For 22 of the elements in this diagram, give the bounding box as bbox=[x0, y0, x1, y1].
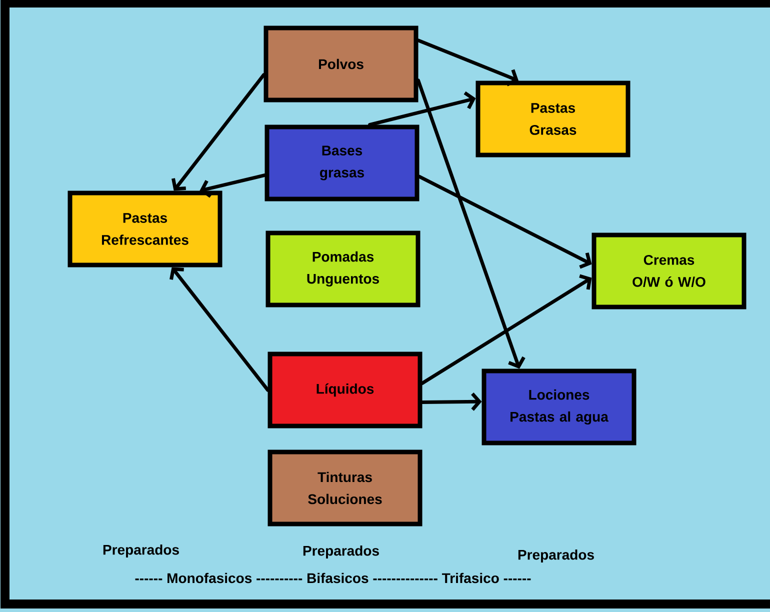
process-box: Polvos bbox=[264, 26, 418, 102]
arrow bbox=[200, 173, 266, 198]
arrow bbox=[172, 73, 266, 191]
process-box: Pomadas Unguentos bbox=[266, 230, 420, 308]
arrow bbox=[170, 267, 270, 392]
caption-text: Preparados bbox=[518, 549, 594, 563]
process-box: Líquidos bbox=[268, 352, 422, 428]
process-box: Tinturas Soluciones bbox=[268, 450, 422, 526]
process-box: Pastas Refrescantes bbox=[68, 190, 222, 268]
process-box: Bases grasas bbox=[264, 124, 420, 202]
process-box: Pastas Grasas bbox=[476, 80, 630, 158]
arrow bbox=[416, 78, 526, 369]
arrow bbox=[420, 392, 482, 411]
caption-text: ------ Monofasicos ---------- Bifasicos -------------- Trifasico ------ bbox=[135, 572, 531, 584]
arrow bbox=[420, 274, 592, 385]
process-box: Cremas O/W ó W/O bbox=[592, 232, 746, 310]
arrow bbox=[418, 174, 592, 269]
process-box: Lociones Pastas al agua bbox=[482, 368, 636, 446]
caption-text: Preparados bbox=[303, 545, 379, 559]
arrow bbox=[368, 91, 476, 126]
caption-text: Preparados bbox=[103, 544, 179, 558]
arrow bbox=[416, 38, 519, 86]
